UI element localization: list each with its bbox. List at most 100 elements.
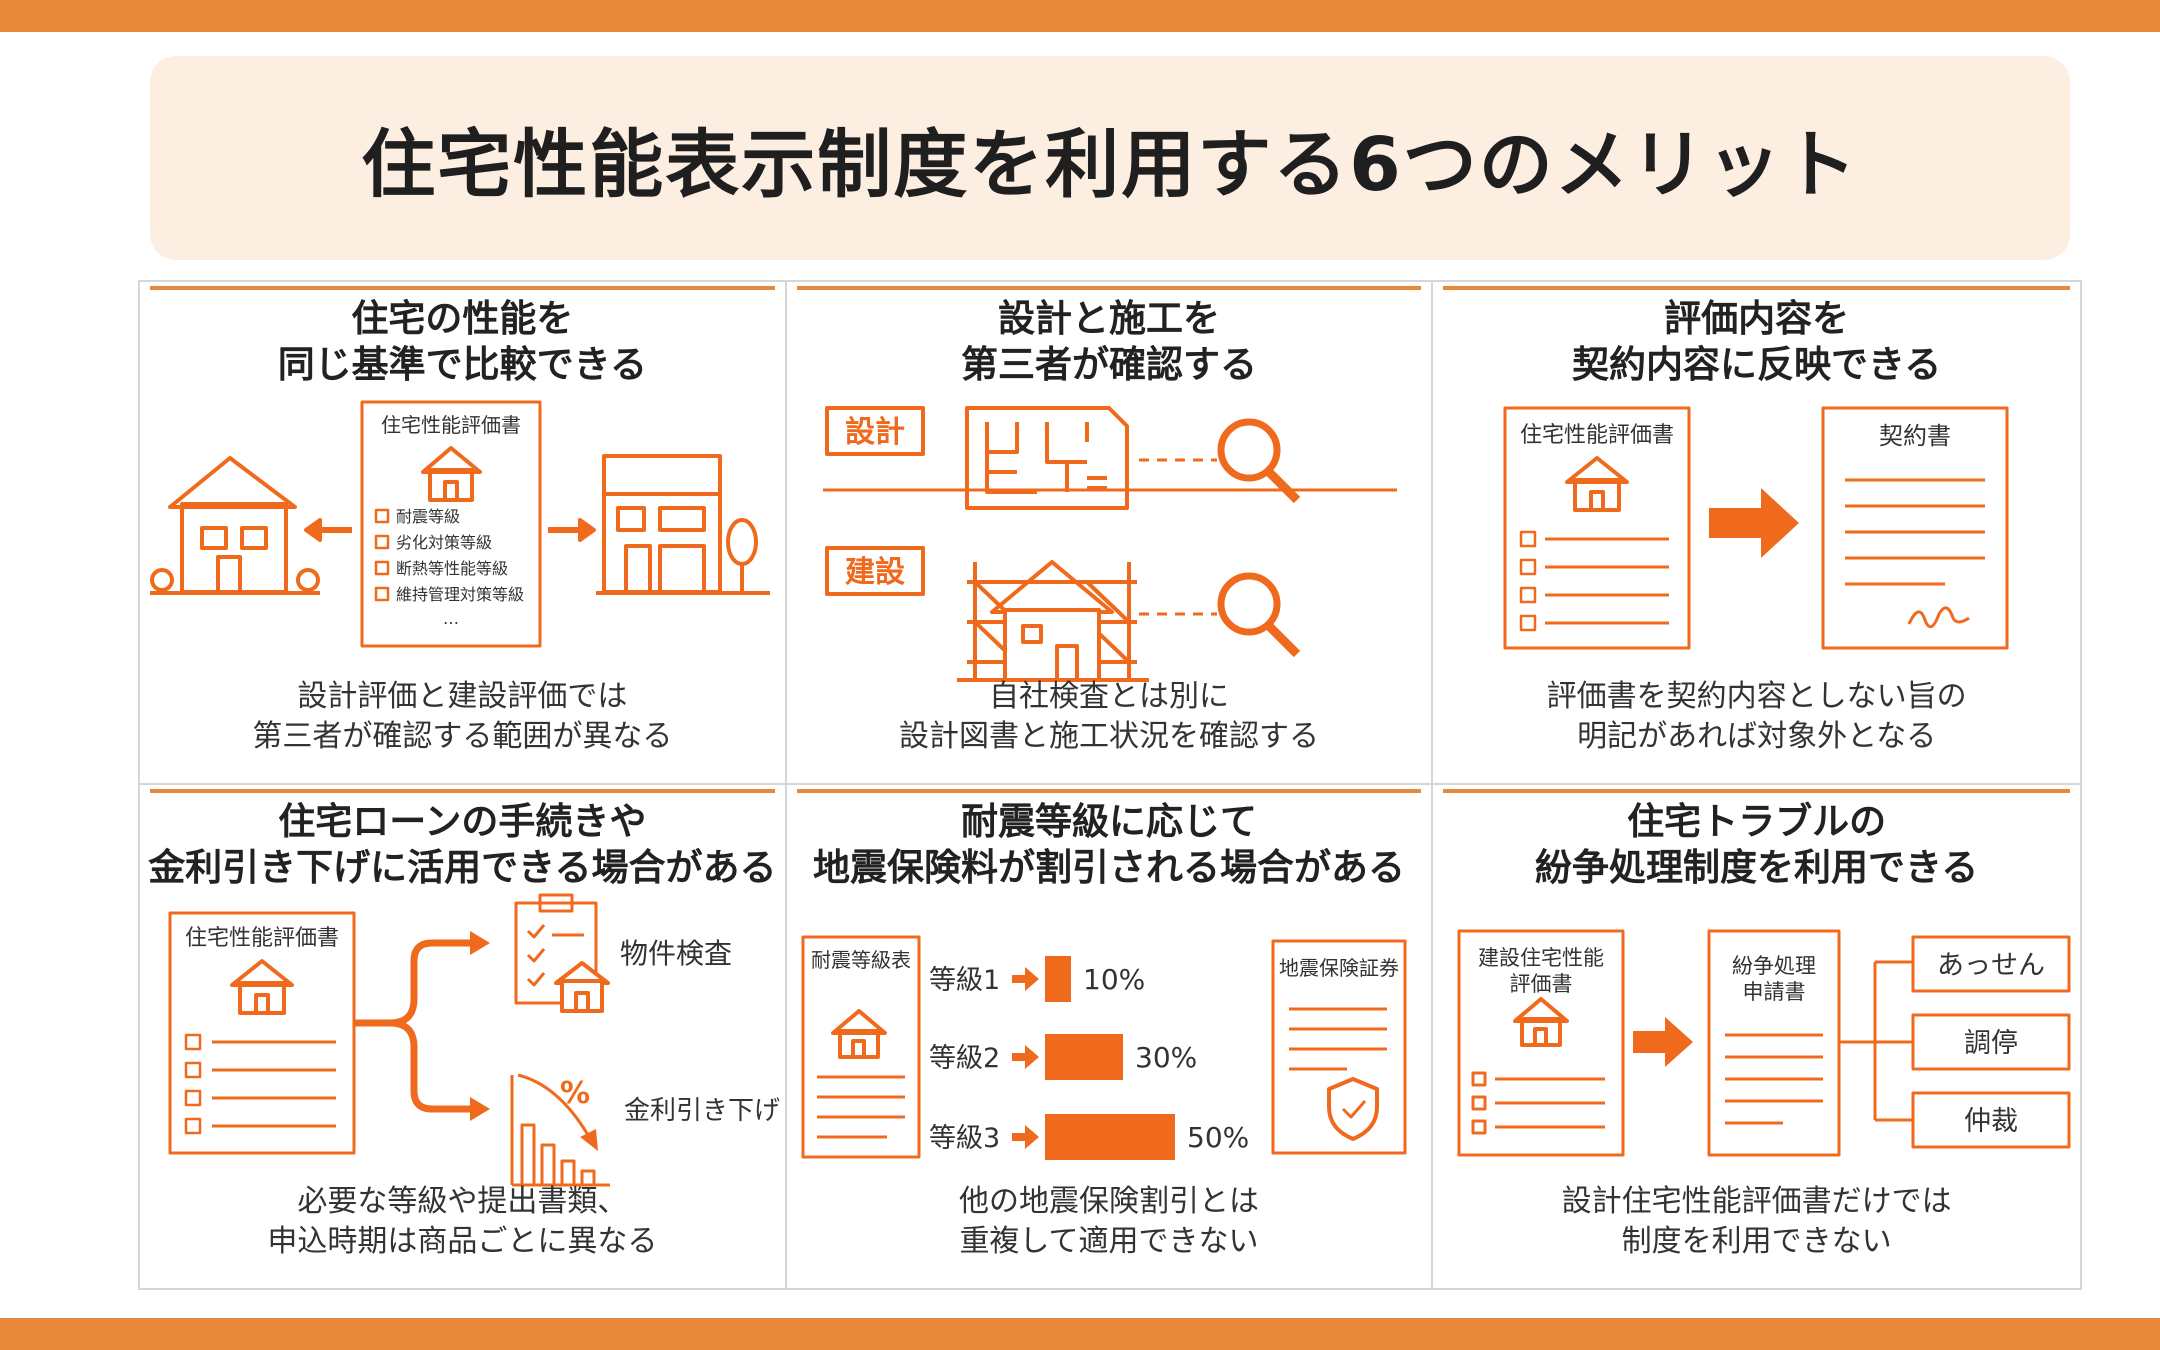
right-arrow-icon [1633, 1017, 1694, 1067]
card-note-line2: 設計図書と施工状況を確認する [898, 719, 1319, 754]
ellipsis: … [443, 609, 459, 628]
contract-document-icon [1821, 406, 2009, 650]
right-building-icon [596, 454, 770, 595]
blueprint-icon [964, 406, 1129, 510]
bottom-accent-band [0, 1318, 2160, 1350]
design-label: 設計 [845, 415, 905, 450]
card-note: 必要な等級や提出書類、 申込時期は商品ごとに異なる [140, 1182, 785, 1262]
contract-illustration: 住宅性能評価書 契約書 [1503, 406, 2009, 650]
compare-illustration: 住宅性能評価書 耐震等級 劣化対策等級 断熱等性能等級 維持管理対策等級 … [150, 400, 770, 648]
card-note-line1: 設計住宅性能評価書だけでは [1561, 1184, 1952, 1219]
merit-card-contract: 評価内容を 契約内容に反映できる [1433, 282, 2080, 785]
option-box-conciliation [1911, 1013, 2071, 1071]
card-top-rule [796, 286, 1422, 290]
document-title-line2: 評価書 [1510, 972, 1573, 996]
card-title: 評価内容を 契約内容に反映できる [1433, 296, 2080, 388]
evaluation-document-icon [360, 400, 542, 648]
clipboard-icon [514, 893, 610, 1013]
option-arbitration: 仲裁 [1964, 1106, 2018, 1137]
document-title: 住宅性能評価書 [185, 926, 339, 951]
form-title-line2: 申請書 [1743, 980, 1806, 1004]
inspection-illustration: 設計 建設 [822, 406, 1397, 682]
insurance-certificate-icon [1271, 939, 1407, 1155]
card-note: 評価書を契約内容としない旨の 明記があれば対象外となる [1433, 677, 2080, 757]
card-note-line2: 重複して適用できない [959, 1224, 1259, 1259]
card-top-rule [150, 789, 775, 793]
check-item: 劣化対策等級 [396, 533, 492, 552]
card-title: 耐震等級に応じて 地震保険料が割引される場合がある [787, 799, 1432, 891]
build-label: 建設 [845, 555, 905, 590]
option-box-arbitration [1911, 1091, 2071, 1149]
seismic-table-icon [801, 935, 921, 1159]
percent-icon: % [560, 1076, 590, 1111]
merit-card-dispute: 住宅トラブルの 紛争処理制度を利用できる [1433, 785, 2080, 1288]
right-arrow-icon [548, 518, 596, 542]
construction-evaluation-document-icon [1457, 929, 1625, 1157]
title-banner: 住宅性能表示制度を利用する6つのメリット [150, 56, 2070, 260]
card-note-line1: 必要な等級や提出書類、 [297, 1184, 628, 1219]
grade-bar [1044, 1114, 1175, 1160]
card-note: 設計評価と建設評価では 第三者が確認する範囲が異なる [140, 677, 785, 757]
loan-illustration: 住宅性能評価書 物件検査 金利引き下げ % [168, 893, 780, 1187]
certificate-title: 地震保険証券 [1279, 956, 1399, 980]
branch-arrow-icon [354, 939, 472, 1113]
merit-card-inspection: 設計と施工を 第三者が確認する [786, 282, 1434, 785]
option-mediation: あっせん [1937, 950, 2045, 981]
card-title-line1: 設計と施工を [997, 297, 1220, 340]
option-box-mediation [1911, 935, 2071, 993]
card-note: 設計住宅性能評価書だけでは 制度を利用できない [1433, 1182, 2080, 1262]
grade-percent-label: 10% [1083, 963, 1145, 996]
card-title-line2: 第三者が確認する [960, 343, 1257, 386]
card-note-line1: 設計評価と建設評価では [297, 679, 628, 714]
magnifier-icon-build [1217, 572, 1300, 658]
card-note-line2: 申込時期は商品ごとに異なる [267, 1224, 658, 1259]
branch-inspection-label: 物件検査 [620, 937, 732, 970]
dispute-illustration: 建設住宅性能 評価書 紛争処理 申請書 あっせん 調停 仲裁 [1457, 929, 2071, 1157]
card-title: 住宅トラブルの 紛争処理制度を利用できる [1433, 799, 2080, 891]
card-note: 他の地震保険割引とは 重複して適用できない [787, 1182, 1432, 1262]
card-note-line2: 第三者が確認する範囲が異なる [252, 719, 673, 754]
card-title: 住宅ローンの手続きや 金利引き下げに活用できる場合がある [140, 799, 785, 891]
left-arrow-icon [304, 518, 352, 542]
grade-arrow-icon [1011, 1045, 1039, 1069]
card-title-line2: 紛争処理制度を利用できる [1535, 846, 1979, 889]
merit-grid: 住宅の性能を 同じ基準で比較できる [138, 280, 2082, 1290]
card-title-line1: 住宅ローンの手続きや [278, 800, 647, 843]
magnifier-icon-design [1217, 418, 1300, 504]
grade-percent-label: 30% [1135, 1041, 1197, 1074]
card-top-rule [1443, 286, 2070, 290]
card-title-line2: 同じ基準で比較できる [277, 343, 647, 386]
card-title-line1: 住宅の性能を [351, 297, 574, 340]
card-top-rule [796, 789, 1422, 793]
option-conciliation: 調停 [1964, 1028, 2018, 1059]
grade-label: 等級2 [929, 1043, 1000, 1074]
grade-label: 等級1 [929, 965, 1000, 996]
grade-bar [1044, 1034, 1123, 1080]
scaffold-house-icon [956, 560, 1149, 682]
left-house-icon [150, 456, 320, 595]
signature-icon [1907, 606, 1971, 629]
design-label-box [824, 406, 925, 456]
build-label-box [824, 546, 925, 596]
page-title: 住宅性能表示制度を利用する6つのメリット [361, 121, 1859, 208]
card-note-line2: 明記があれば対象外となる [1577, 719, 1937, 754]
branch-rate-label: 金利引き下げ [624, 1096, 780, 1126]
evaluation-document-icon [1503, 406, 1691, 650]
card-title: 住宅の性能を 同じ基準で比較できる [140, 296, 785, 388]
card-title-line1: 住宅トラブルの [1627, 800, 1887, 843]
card-top-rule [1443, 789, 2070, 793]
card-title-line2: 金利引き下げに活用できる場合がある [148, 846, 777, 889]
top-accent-band [0, 0, 2160, 32]
card-note-line1: 評価書を契約内容としない旨の [1546, 679, 1967, 714]
card-title-line2: 地震保険料が割引される場合がある [812, 846, 1405, 889]
card-title-line1: 評価内容を [1664, 297, 1850, 340]
merit-card-loan: 住宅ローンの手続きや 金利引き下げに活用できる場合がある [140, 785, 787, 1288]
card-note-line1: 他の地震保険割引とは [958, 1184, 1259, 1219]
merit-card-compare: 住宅の性能を 同じ基準で比較できる [140, 282, 787, 785]
table-title: 耐震等級表 [811, 948, 911, 972]
check-item: 維持管理対策等級 [396, 585, 524, 604]
grade-arrow-icon [1011, 1125, 1039, 1149]
card-note: 自社検査とは別に 設計図書と施工状況を確認する [787, 677, 1432, 757]
